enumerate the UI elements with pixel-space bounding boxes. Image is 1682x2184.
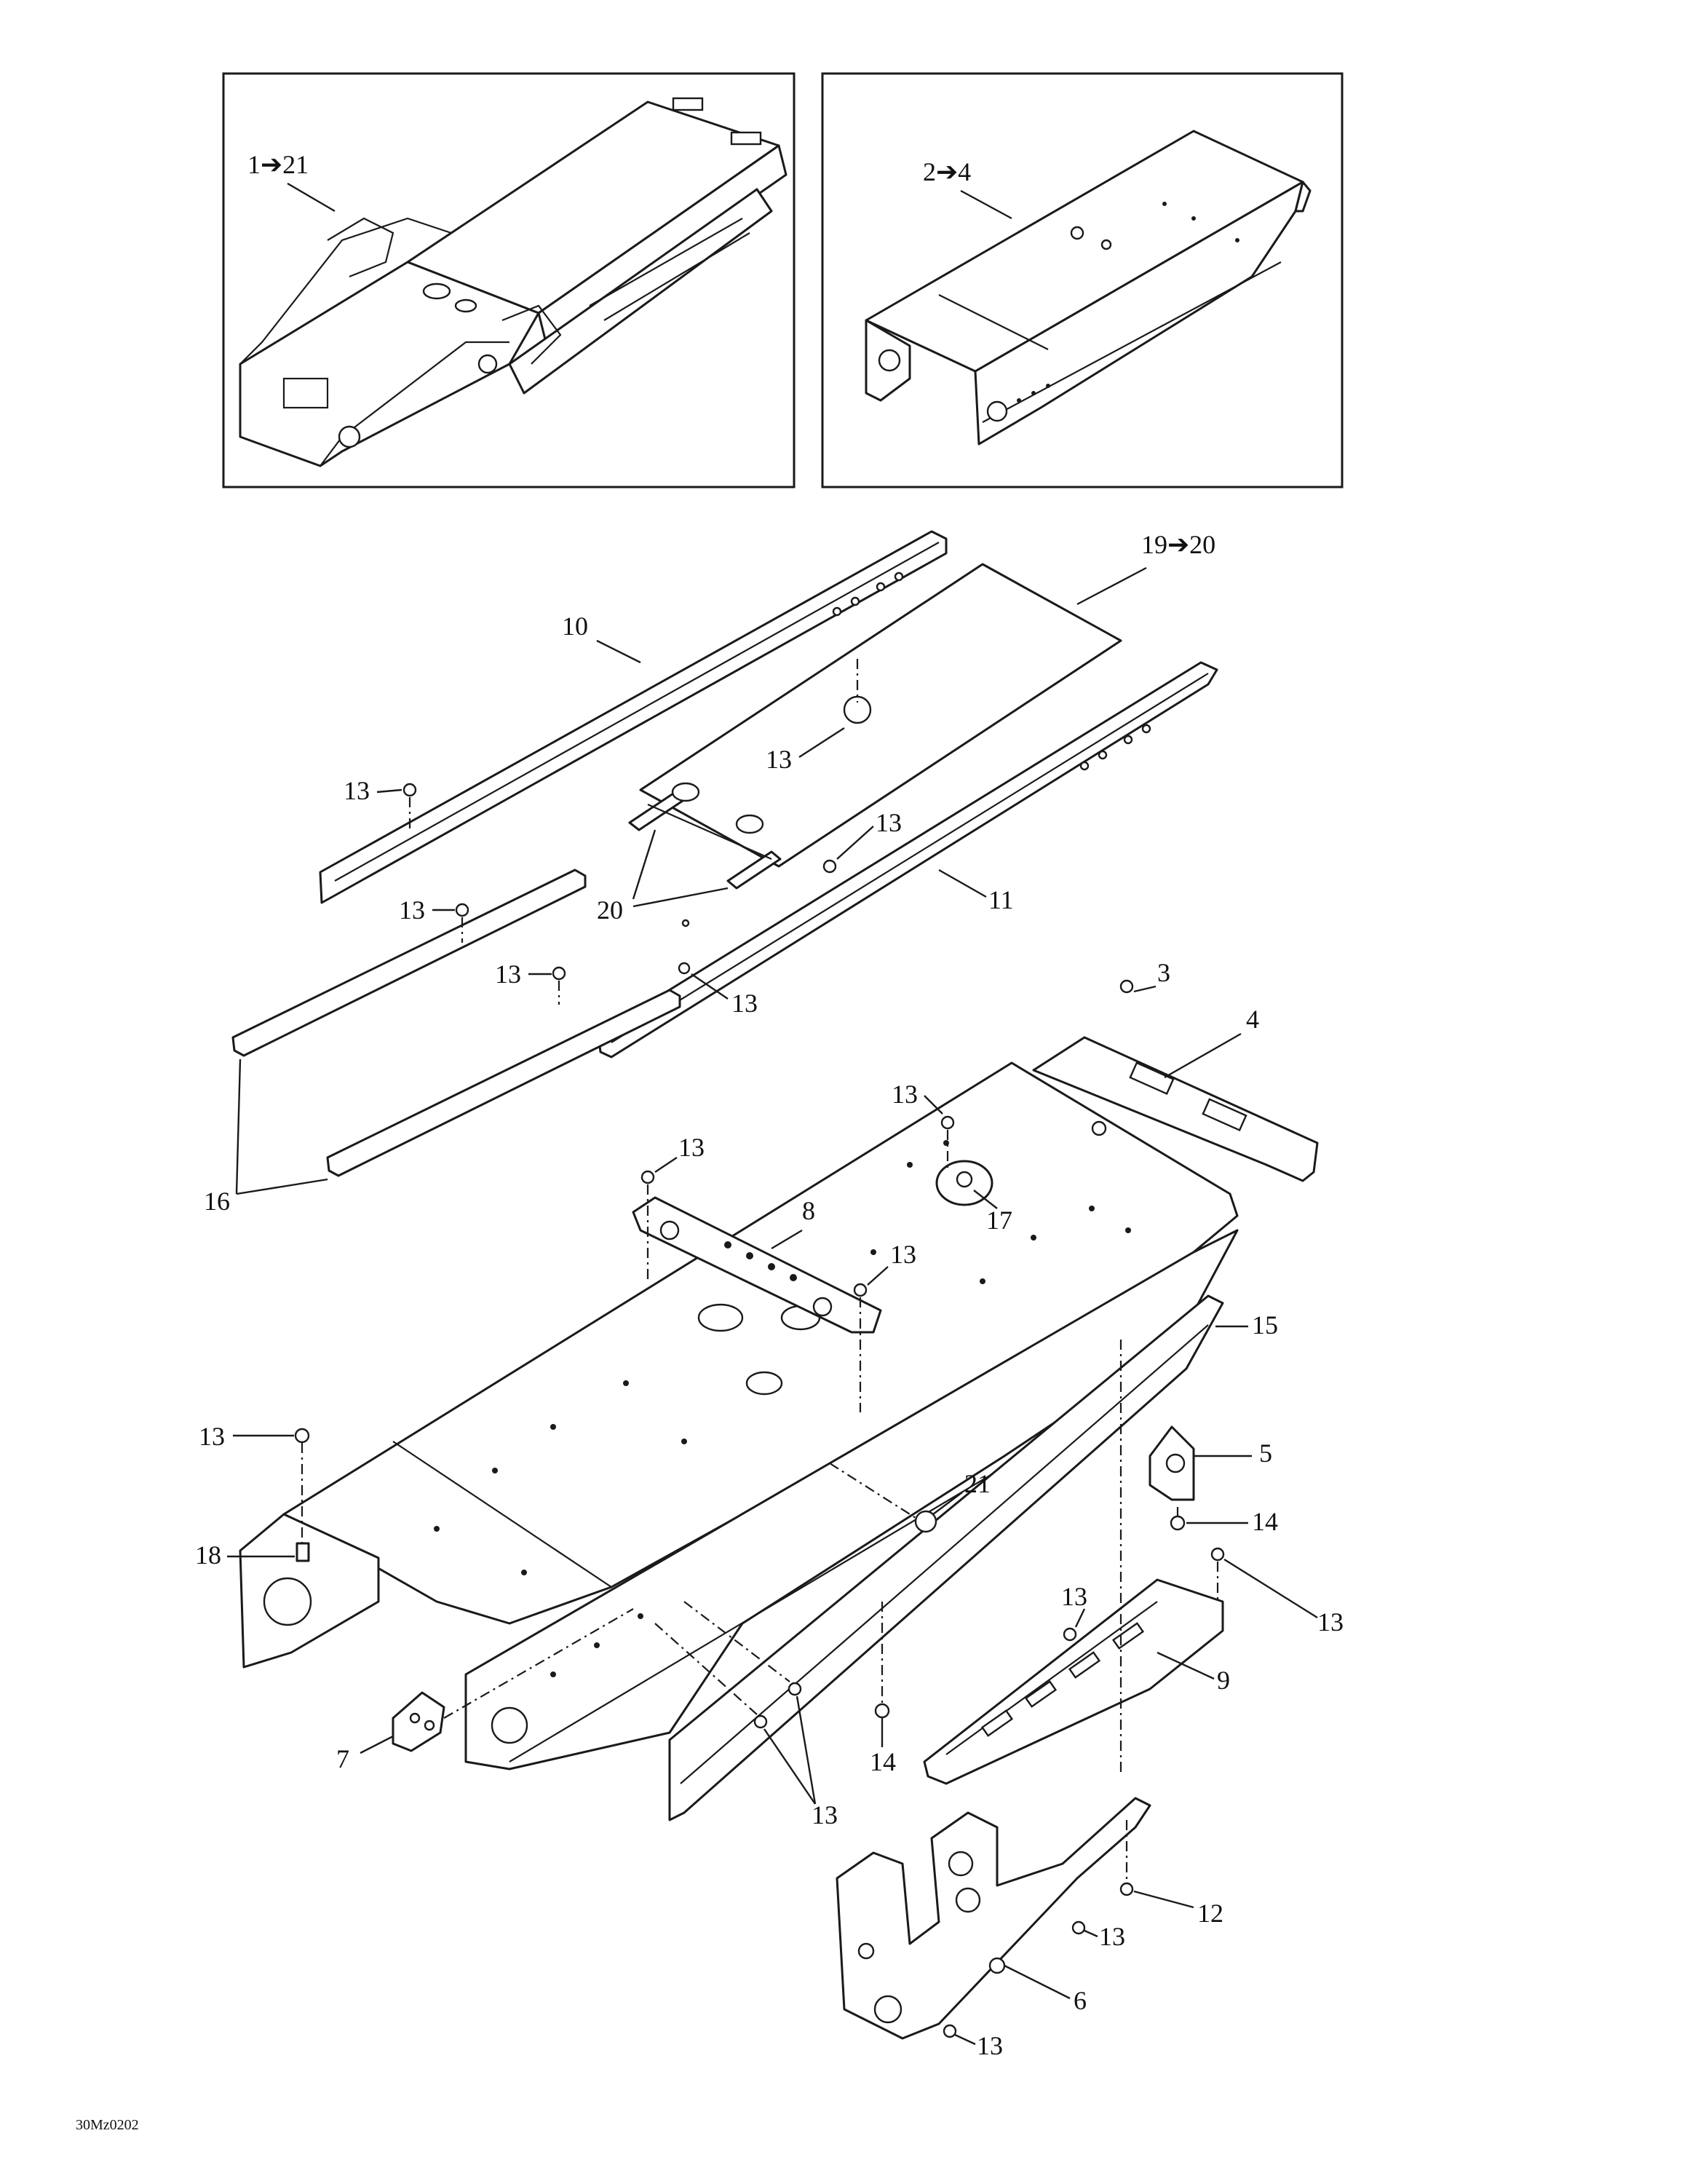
callout-20: 20	[597, 895, 623, 925]
part-21-plug: 21	[829, 1463, 991, 1533]
callout-13-bracket8-b: 13	[890, 1240, 916, 1269]
inset-frame-assembly: 1➔21	[222, 72, 796, 488]
callout-13-bracket8-a: 13	[678, 1133, 705, 1162]
leader-20-b	[632, 887, 729, 908]
callout-5: 5	[1259, 1439, 1272, 1468]
leader-19-20	[1076, 566, 1147, 606]
fastener-13-left: 13 18	[195, 1422, 310, 1570]
callout-9: 9	[1217, 1666, 1230, 1695]
leader-9	[1157, 1651, 1215, 1680]
callout-13-plate-a: 13	[766, 745, 792, 774]
callout-21: 21	[964, 1469, 991, 1498]
callout-1-21: 1➔21	[247, 150, 309, 179]
part-9-footrest: 9 13 13	[923, 1547, 1344, 1785]
leader-11	[938, 869, 987, 898]
fastener-13-rail10: 13	[344, 776, 417, 830]
callout-14-top: 14	[1252, 1507, 1278, 1536]
callout-14-bottom: 14	[870, 1747, 896, 1776]
callout-13-bar2: 13	[495, 960, 521, 989]
part-5-bracket: 5 14	[1149, 1425, 1278, 1536]
main-tunnel	[239, 1061, 1239, 1821]
leader-8	[771, 1229, 803, 1250]
part-4-rear-plate: 3 4	[1032, 958, 1319, 1182]
callout-7: 7	[336, 1744, 349, 1773]
leader-17	[973, 1190, 998, 1209]
part-16-slide-bars: 13 13 16	[204, 869, 681, 1216]
part-6-bracket: 6 12 13 13	[836, 1797, 1223, 2060]
leader-16-b	[236, 1178, 328, 1195]
callout-12: 12	[1197, 1899, 1223, 1928]
fastener-13-tunnel-top: 13	[681, 919, 690, 927]
callout-18: 18	[195, 1540, 221, 1570]
callout-4: 4	[1246, 1005, 1259, 1034]
callout-13-bracket6-b: 13	[977, 2031, 1003, 2060]
callout-3: 3	[1157, 958, 1170, 987]
leader-4	[1164, 1032, 1242, 1079]
leader-1-21	[287, 182, 336, 213]
part-19-20-plate: 19➔20 20 13 13	[597, 530, 1215, 925]
callout-13-clip17: 13	[892, 1080, 918, 1109]
inset-frame-assembly-border	[222, 72, 796, 488]
part-11-right-rail: 11 13	[597, 661, 1218, 1059]
leader-7	[360, 1735, 394, 1754]
leader-12	[1133, 1890, 1194, 1909]
inset-tunnel-border	[821, 72, 1344, 488]
part-17-clip: 13 17	[892, 1080, 1012, 1235]
fasteners-13-tunnel-bottom: 13 14	[654, 1601, 896, 1829]
callout-11: 11	[988, 885, 1014, 914]
callout-13-bar1: 13	[399, 895, 425, 925]
part-7-plate: 7	[336, 1608, 634, 1773]
callout-2-4: 2➔4	[923, 157, 971, 186]
leader-6	[1004, 1964, 1071, 2000]
callout-19-20: 19➔20	[1141, 530, 1215, 559]
callout-17: 17	[986, 1206, 1012, 1235]
callout-15: 15	[1252, 1310, 1278, 1340]
callout-13-rail10: 13	[344, 776, 370, 805]
leader-3	[1133, 985, 1157, 993]
callout-13-plate-b: 13	[876, 808, 902, 837]
figure-code: 30Mz0202	[76, 2117, 139, 2133]
callout-13-footrest-a: 13	[1061, 1582, 1087, 1611]
inset-tunnel: 2➔4	[821, 72, 1344, 488]
part-10-left-rail: 10	[319, 530, 948, 904]
callout-10: 10	[562, 612, 588, 641]
callout-13-bracket6-a: 13	[1099, 1922, 1125, 1951]
callout-8: 8	[802, 1196, 815, 1225]
callout-13-rail11: 13	[731, 989, 758, 1018]
callout-13-bottom: 13	[812, 1800, 838, 1829]
leader-16-a	[235, 1059, 242, 1195]
callout-13-left: 13	[199, 1422, 225, 1451]
callout-16: 16	[204, 1187, 230, 1216]
part-8-bracket: 8 13 13	[632, 1133, 916, 1412]
leader-21	[932, 1492, 963, 1515]
leader-10	[596, 639, 641, 664]
leader-2-4	[960, 189, 1012, 220]
leader-20-a	[632, 829, 656, 900]
callout-13-footrest-b: 13	[1317, 1607, 1344, 1637]
callout-6: 6	[1074, 1986, 1087, 2015]
